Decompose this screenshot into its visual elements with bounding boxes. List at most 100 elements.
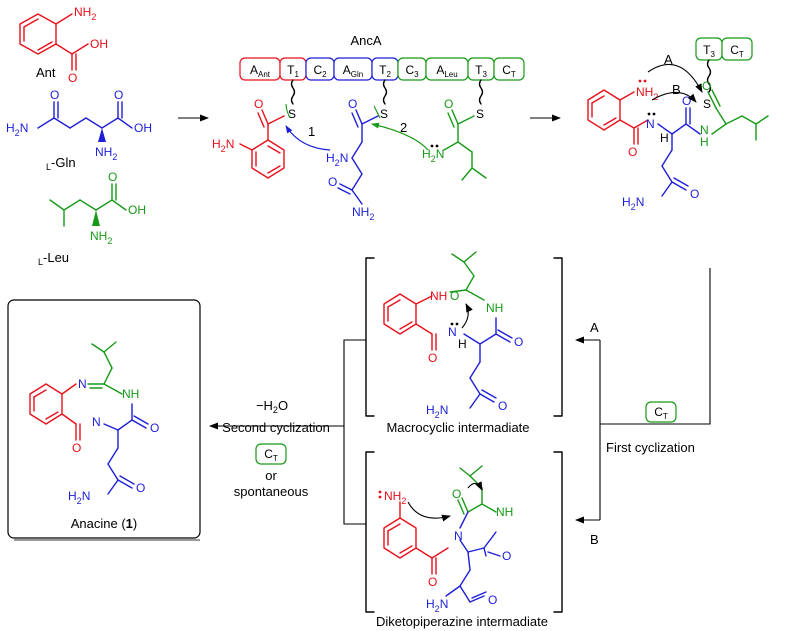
tripeptide-ant-nh2: NH2 <box>636 85 658 102</box>
anacine-structure: N NH N O O O H2N <box>29 341 159 506</box>
gln-acid-o: O <box>114 88 123 102</box>
dkp-caption: Diketopiperazine intermadiate <box>376 614 548 629</box>
water-loss-label: −H2O <box>256 398 288 415</box>
tripeptide-leu-o: O <box>702 79 711 93</box>
macro-lone-pair <box>455 322 459 326</box>
macrocycle-brackets <box>365 257 563 417</box>
dkp-amide-o: O <box>488 593 497 607</box>
module-a-leu-label: ALeu <box>436 63 457 79</box>
route-ct-box <box>645 401 677 423</box>
tripeptide-t3-label: T3 <box>703 43 715 59</box>
condensation-arrow-2 <box>371 122 429 151</box>
route-label-b: B <box>590 532 599 547</box>
second-ct-label: CT <box>264 447 278 463</box>
macrocycle-structure: NH O NH O N H O O H2N <box>383 251 523 420</box>
dkp-attack-arrow <box>407 501 451 522</box>
anacine-h2n: H2N <box>68 489 90 506</box>
t2-carbonyl-o: O <box>348 97 357 111</box>
n-lone-pair <box>647 112 651 116</box>
module-t2-label: T2 <box>379 63 391 79</box>
gln-amide-o: O <box>50 88 59 102</box>
macro-leu-o: O <box>450 289 459 303</box>
t1-curl-arrow <box>285 103 291 119</box>
ancA-tethers <box>290 79 484 105</box>
t2-gln-thioester: O H2N O NH2 <box>326 97 379 222</box>
macro-ant-nh: NH <box>430 289 447 303</box>
gln-oh: OH <box>134 121 152 135</box>
leu-oh: OH <box>128 203 146 217</box>
anacine-n1: N <box>78 377 87 391</box>
ancA-module-labels: AAnt T1 C2 AGln T2 C3 ALeu T3 CT <box>250 63 516 79</box>
t1-thioester-s: S <box>288 107 296 121</box>
t3-thioester-s: S <box>476 107 484 121</box>
leu-lone-pair <box>435 144 439 148</box>
macrocycle-caption: Macrocyclic intermadiate <box>386 420 529 435</box>
t1-ant-thioester: O H2N <box>212 97 285 179</box>
route-ct-label: CT <box>654 405 668 421</box>
attack-arrow-b <box>651 91 697 103</box>
dkp-ant-o: O <box>428 575 437 589</box>
t2-amide-o: O <box>328 175 337 189</box>
spontaneous-label: spontaneous <box>234 484 309 499</box>
gln-structure: H2N O O OH NH2 <box>6 88 152 162</box>
second-cyclization-label: Second cyclization <box>222 420 330 435</box>
module-c2-label: C2 <box>313 63 327 79</box>
module-ct <box>493 57 525 81</box>
macro-leu-nh: NH <box>486 301 503 315</box>
ancA-modules <box>239 57 525 81</box>
dkp-brackets <box>365 451 563 613</box>
t3-carbonyl-o: O <box>444 97 453 111</box>
t3-leu-thioester: O H2N <box>422 97 487 181</box>
ancA-title: AncA <box>350 33 381 48</box>
route-label-a: A <box>590 320 599 335</box>
step-1-label: 1 <box>308 124 315 139</box>
module-ct-label: CT <box>502 63 516 79</box>
leu-structure: O OH NH2 <box>49 170 146 246</box>
attack-arrow-a <box>647 63 703 93</box>
gln-nh2: H2N <box>6 121 28 138</box>
product-box <box>7 299 201 539</box>
dkp-h2n: H2N <box>426 597 448 614</box>
ant-carbonyl-o: O <box>68 71 77 85</box>
anacine-ring-o: O <box>150 421 159 435</box>
module-a-gln-label: AGln <box>343 63 363 79</box>
macro-gln-h: H <box>458 337 467 351</box>
t2-h2n: H2N <box>326 151 348 168</box>
anacine-ant-o: O <box>72 441 81 455</box>
module-t1-label: T1 <box>287 63 299 79</box>
leu-label: L-Leu <box>38 250 69 267</box>
tripeptide-gln-n: N <box>646 117 655 131</box>
tripeptide-leu-nh: HN <box>700 123 709 149</box>
macro-ant-o: O <box>428 351 437 365</box>
ant-oh: OH <box>90 37 108 51</box>
ant-structure: NH2 OH O <box>19 5 108 85</box>
first-cyclization-label: First cyclization <box>606 440 695 455</box>
dkp-lone-pair <box>378 490 382 494</box>
merge-bracket-line <box>343 339 366 525</box>
leu-nh2: NH2 <box>90 229 112 246</box>
dkp-structure: NH2 O NH N O O O H2N <box>378 465 513 614</box>
tripeptide-gln-o: O <box>682 94 691 108</box>
nh2-lone-pair <box>643 79 647 83</box>
macro-lone-pair <box>450 322 454 326</box>
dkp-lone-pair <box>378 495 382 499</box>
n-lone-pair <box>652 112 656 116</box>
tripeptide-ct <box>721 37 753 61</box>
ant-nh2: NH2 <box>74 5 96 22</box>
gln-alpha-nh2: NH2 <box>95 145 117 162</box>
tripeptide-tether <box>706 59 712 93</box>
t2-thioester-s: S <box>380 107 388 121</box>
macro-h2n: H2N <box>426 403 448 420</box>
anacine-amide-o: O <box>136 481 145 495</box>
anacine-name: Anacine (1) <box>71 516 138 531</box>
tripeptide-h2n: H2N <box>622 195 644 212</box>
tripeptide-structure: NH2 O N H O O H2N <box>587 79 769 212</box>
dkp-leu-nh: NH <box>496 505 513 519</box>
tripeptide-amide-o: O <box>690 187 699 201</box>
nh2-lone-pair <box>638 79 642 83</box>
gln-label: L-Gln <box>46 155 76 172</box>
t1-ant-h2n: H2N <box>212 137 234 154</box>
tripeptide-ant-o: O <box>628 145 637 159</box>
module-a-ant-label: AAnt <box>250 63 271 79</box>
route-main-line <box>600 268 711 425</box>
